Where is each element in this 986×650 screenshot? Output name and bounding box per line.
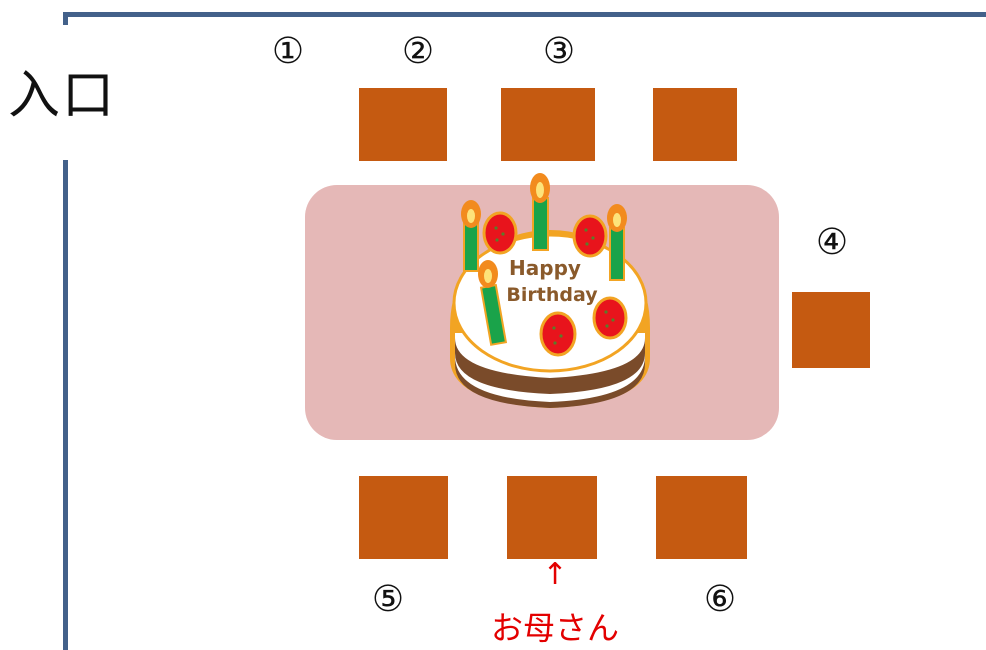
seat-number-6: ⑥ [703,579,737,620]
birthday-cake-icon: Happy Birthday [450,173,650,408]
chair-top-2 [501,88,595,161]
cake-text-happy: Happy [509,256,581,280]
entrance-label: 入口 [8,66,117,126]
seat-number-3: ③ [542,31,576,72]
seat-number-4: ④ [815,222,849,263]
mother-label: お母さん [490,609,619,647]
chair-top-1 [359,88,447,161]
chair-bottom-2 [507,476,597,559]
chair-bottom-3 [656,476,747,559]
seat-number-1: ① [271,31,305,72]
seat-number-2: ② [401,31,435,72]
cake-text-birthday: Birthday [506,284,598,306]
chair-right [792,292,870,368]
left-wall [63,160,68,650]
seat-number-5: ⑤ [371,579,405,620]
mother-arrow: ↑ [542,557,568,592]
top-wall [63,12,986,17]
chair-top-3 [653,88,737,161]
chair-bottom-1 [359,476,448,559]
top-wall-stub [63,12,68,25]
